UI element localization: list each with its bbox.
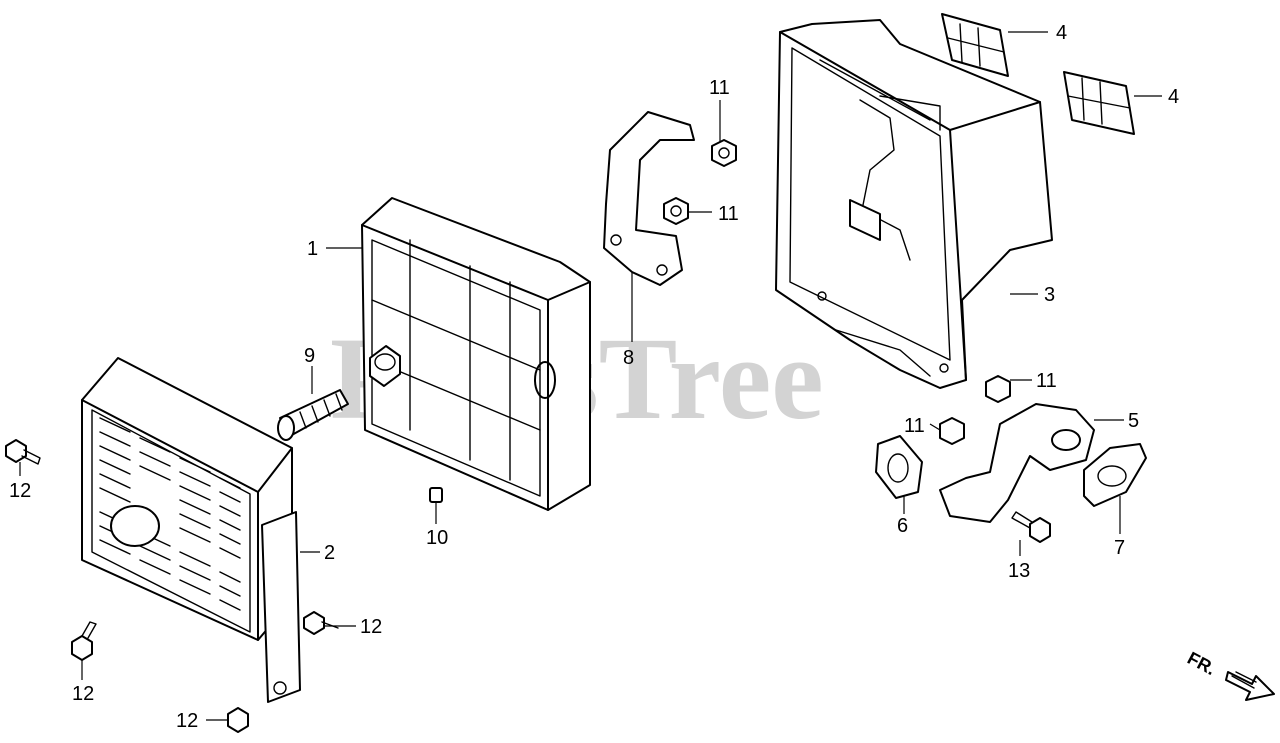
part-nut-11c[interactable] xyxy=(985,375,1011,403)
leader-lines xyxy=(19,31,1162,721)
callout-1: 1 xyxy=(307,238,318,260)
callout-13: 13 xyxy=(1008,560,1030,582)
part-screw-10[interactable] xyxy=(429,487,443,503)
callout-11: 11 xyxy=(709,77,730,99)
part-bolt-12b[interactable] xyxy=(303,611,339,635)
callout-11: 11 xyxy=(1036,370,1057,392)
callout-12: 12 xyxy=(9,480,31,502)
part-cap-4b[interactable] xyxy=(1063,71,1135,135)
part-bolt-12c[interactable] xyxy=(71,621,97,661)
part-gasket-6[interactable] xyxy=(875,435,923,499)
callout-6: 6 xyxy=(897,515,908,537)
part-muffler-protector[interactable] xyxy=(81,357,301,703)
part-bracket[interactable] xyxy=(603,111,695,286)
part-nut-11d[interactable] xyxy=(939,417,965,445)
callouts: 1 2 3 4 4 5 6 7 8 9 10 11 11 11 11 12 12… xyxy=(9,22,1179,732)
callout-9: 9 xyxy=(304,345,315,367)
callout-5: 5 xyxy=(1128,410,1139,432)
part-bolt-12d[interactable] xyxy=(227,707,249,733)
callout-12: 12 xyxy=(72,683,94,705)
callout-4: 4 xyxy=(1168,86,1179,108)
part-cap-4a[interactable] xyxy=(941,13,1009,77)
front-label: FR. xyxy=(1184,648,1219,679)
callout-8: 8 xyxy=(623,347,634,369)
callout-3: 3 xyxy=(1044,284,1055,306)
callout-11: 11 xyxy=(904,415,925,437)
part-nut-11b[interactable] xyxy=(663,197,689,225)
part-muffler-cover[interactable] xyxy=(775,19,1053,389)
part-exhaust-pipe[interactable] xyxy=(939,403,1095,523)
front-direction-indicator: FR. xyxy=(1184,648,1275,701)
part-gasket-7[interactable] xyxy=(1083,443,1147,507)
part-nut-11a[interactable] xyxy=(711,139,737,167)
part-tailpipe[interactable] xyxy=(277,389,349,441)
callout-7: 7 xyxy=(1114,537,1125,559)
callout-12: 12 xyxy=(176,710,198,732)
callout-10: 10 xyxy=(426,527,448,549)
callout-4: 4 xyxy=(1056,22,1067,44)
callout-2: 2 xyxy=(324,542,335,564)
callout-11: 11 xyxy=(718,203,739,225)
part-muffler[interactable] xyxy=(361,197,591,511)
callout-12: 12 xyxy=(360,616,382,638)
part-bolt-13[interactable] xyxy=(1011,511,1051,543)
part-bolt-12a[interactable] xyxy=(5,439,41,465)
